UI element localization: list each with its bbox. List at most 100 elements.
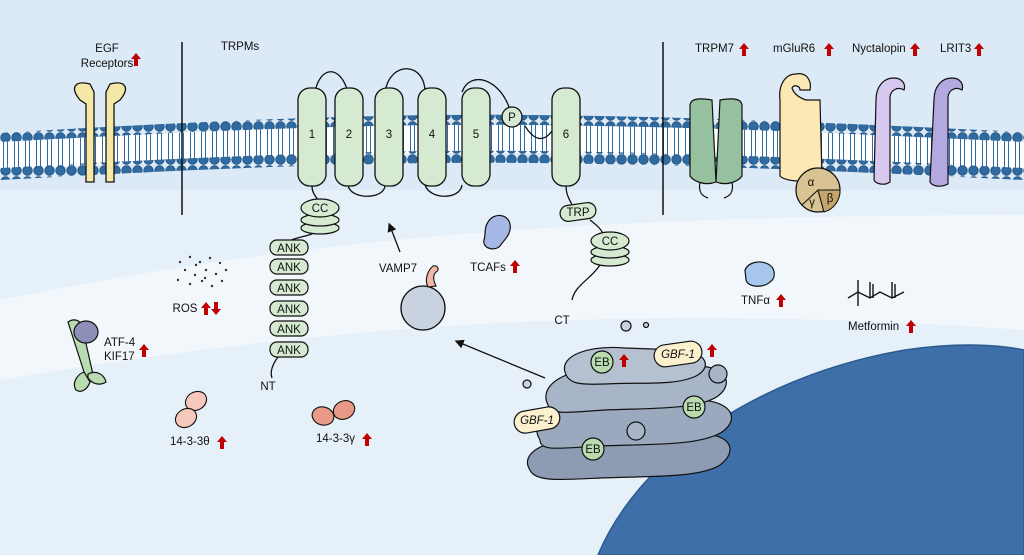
cc-top-domain xyxy=(300,198,340,235)
up-arrow-tnfa xyxy=(776,294,786,307)
ros-dots xyxy=(176,255,228,288)
protein-14-3-3-gamma xyxy=(311,400,356,426)
trpm7-label: TRPM7 xyxy=(695,43,734,55)
g-beta-label: β xyxy=(827,193,834,205)
atf4-label: ATF-4 xyxy=(104,337,136,349)
cytoplasm-shade-band xyxy=(0,215,1024,380)
ank-repeat-1 xyxy=(269,239,309,256)
up-arrow-14-3-3-theta xyxy=(217,436,227,449)
up-arrow-eb xyxy=(619,354,629,367)
tcafs-label: TCAFs xyxy=(470,262,506,274)
g-protein xyxy=(795,167,841,213)
tm-label-6: 6 xyxy=(563,129,569,141)
ros-label: ROS xyxy=(173,303,198,315)
golgi-to-vesicle-arrow xyxy=(454,339,546,379)
eb-2 xyxy=(682,395,706,419)
tm-segment-5 xyxy=(461,87,491,187)
cc-bottom-label: CC xyxy=(602,236,619,248)
vamp7-label: VAMP7 xyxy=(379,263,417,275)
egf-label-line1: EGF xyxy=(95,43,119,55)
nt-tail xyxy=(270,356,279,379)
g-alpha-label: α xyxy=(808,177,815,189)
up-arrow-mglur6 xyxy=(824,43,834,56)
up-arrow-metformin xyxy=(906,320,916,333)
golgi-proteins xyxy=(513,340,706,461)
vesicle-to-membrane-arrow xyxy=(387,222,401,253)
vamp7-vesicle xyxy=(400,285,446,331)
ct-linker-top xyxy=(565,185,573,206)
mglur6-label: mGluR6 xyxy=(773,43,815,55)
nt-label: NT xyxy=(260,381,275,393)
tm-segment-3 xyxy=(374,87,404,187)
nyctalopin-label: Nyctalopin xyxy=(852,43,906,55)
cc-top-label: CC xyxy=(312,203,329,215)
gbf1-top xyxy=(653,340,703,368)
up-arrow-14-3-3-gamma xyxy=(362,433,372,446)
up-arrow-nyctalopin xyxy=(910,43,920,56)
nucleus xyxy=(596,344,1024,556)
gbf1-left xyxy=(513,406,561,434)
eb-3-label: EB xyxy=(585,444,601,456)
tm-label-2: 2 xyxy=(346,129,352,141)
protein-14-3-3-theta xyxy=(174,390,208,429)
ank-label-3: ANK xyxy=(277,283,301,295)
egf-label-line2: Receptors xyxy=(81,58,134,70)
cell-membrane xyxy=(0,114,1024,180)
ct-label: CT xyxy=(554,315,569,327)
lrit3-protein xyxy=(929,77,964,187)
eb-1 xyxy=(590,350,614,374)
gbf1-top-label: GBF-1 xyxy=(661,349,695,361)
ank-label-4: ANK xyxy=(277,304,301,316)
gbf1-left-label: GBF-1 xyxy=(520,415,554,427)
trpms-label: TRPMs xyxy=(221,41,260,53)
tm-segment-2 xyxy=(334,87,364,187)
kif17-label: KIF17 xyxy=(104,351,135,363)
trpm7-channel xyxy=(689,98,743,199)
eb-2-label: EB xyxy=(686,402,702,414)
up-arrow-ros xyxy=(201,302,211,315)
ank-label-2: ANK xyxy=(277,262,301,274)
cc-bottom-domain xyxy=(590,231,630,267)
eb-3 xyxy=(581,437,605,461)
tnfa-label: TNFα xyxy=(741,295,770,307)
ank-repeats: ANK ANK ANK ANK ANK ANK xyxy=(269,239,309,358)
ank-repeat-6 xyxy=(269,341,309,358)
trp-domain xyxy=(559,202,597,222)
up-arrow-egf xyxy=(131,53,141,66)
trp-label: TRP xyxy=(567,207,590,219)
trpm-transmembrane-segments: 1 2 3 4 5 6 xyxy=(297,87,581,187)
ank-label-5: ANK xyxy=(277,324,301,336)
ank-label-6: ANK xyxy=(277,345,301,357)
up-arrow-trpm7 xyxy=(739,43,749,56)
ank-repeat-4 xyxy=(269,300,309,317)
tcafs-protein xyxy=(483,214,511,250)
tm-label-4: 4 xyxy=(429,129,436,141)
tm-label-1: 1 xyxy=(309,129,315,141)
pore-loop-p xyxy=(501,106,523,128)
g-gamma-label: γ xyxy=(809,197,815,209)
eb-1-label: EB xyxy=(594,357,610,369)
down-arrow-ros xyxy=(211,302,221,315)
tm-label-3: 3 xyxy=(386,129,392,141)
ank-repeat-2 xyxy=(269,258,309,275)
up-arrow-atf4-kif17 xyxy=(139,344,149,357)
ank-label-1: ANK xyxy=(277,243,301,255)
metformin-label: Metformin xyxy=(848,321,899,333)
tnfa-protein xyxy=(744,261,775,287)
ank-repeat-3 xyxy=(269,279,309,296)
up-arrow-lrit3 xyxy=(974,43,984,56)
up-arrow-tcafs xyxy=(510,260,520,273)
nyctalopin-protein xyxy=(873,77,906,185)
p14-theta-label: 14-3-3θ xyxy=(170,436,210,448)
golgi-apparatus xyxy=(522,320,733,481)
tm-segment-4 xyxy=(417,87,447,187)
lrit3-label: LRIT3 xyxy=(940,43,971,55)
up-arrow-gbf1 xyxy=(707,344,717,357)
egf-receptor xyxy=(73,82,127,183)
p14-gamma-label: 14-3-3γ xyxy=(316,433,355,445)
vamp7-protein xyxy=(425,265,439,288)
pore-label: P xyxy=(508,112,516,124)
ct-tail xyxy=(571,264,601,301)
